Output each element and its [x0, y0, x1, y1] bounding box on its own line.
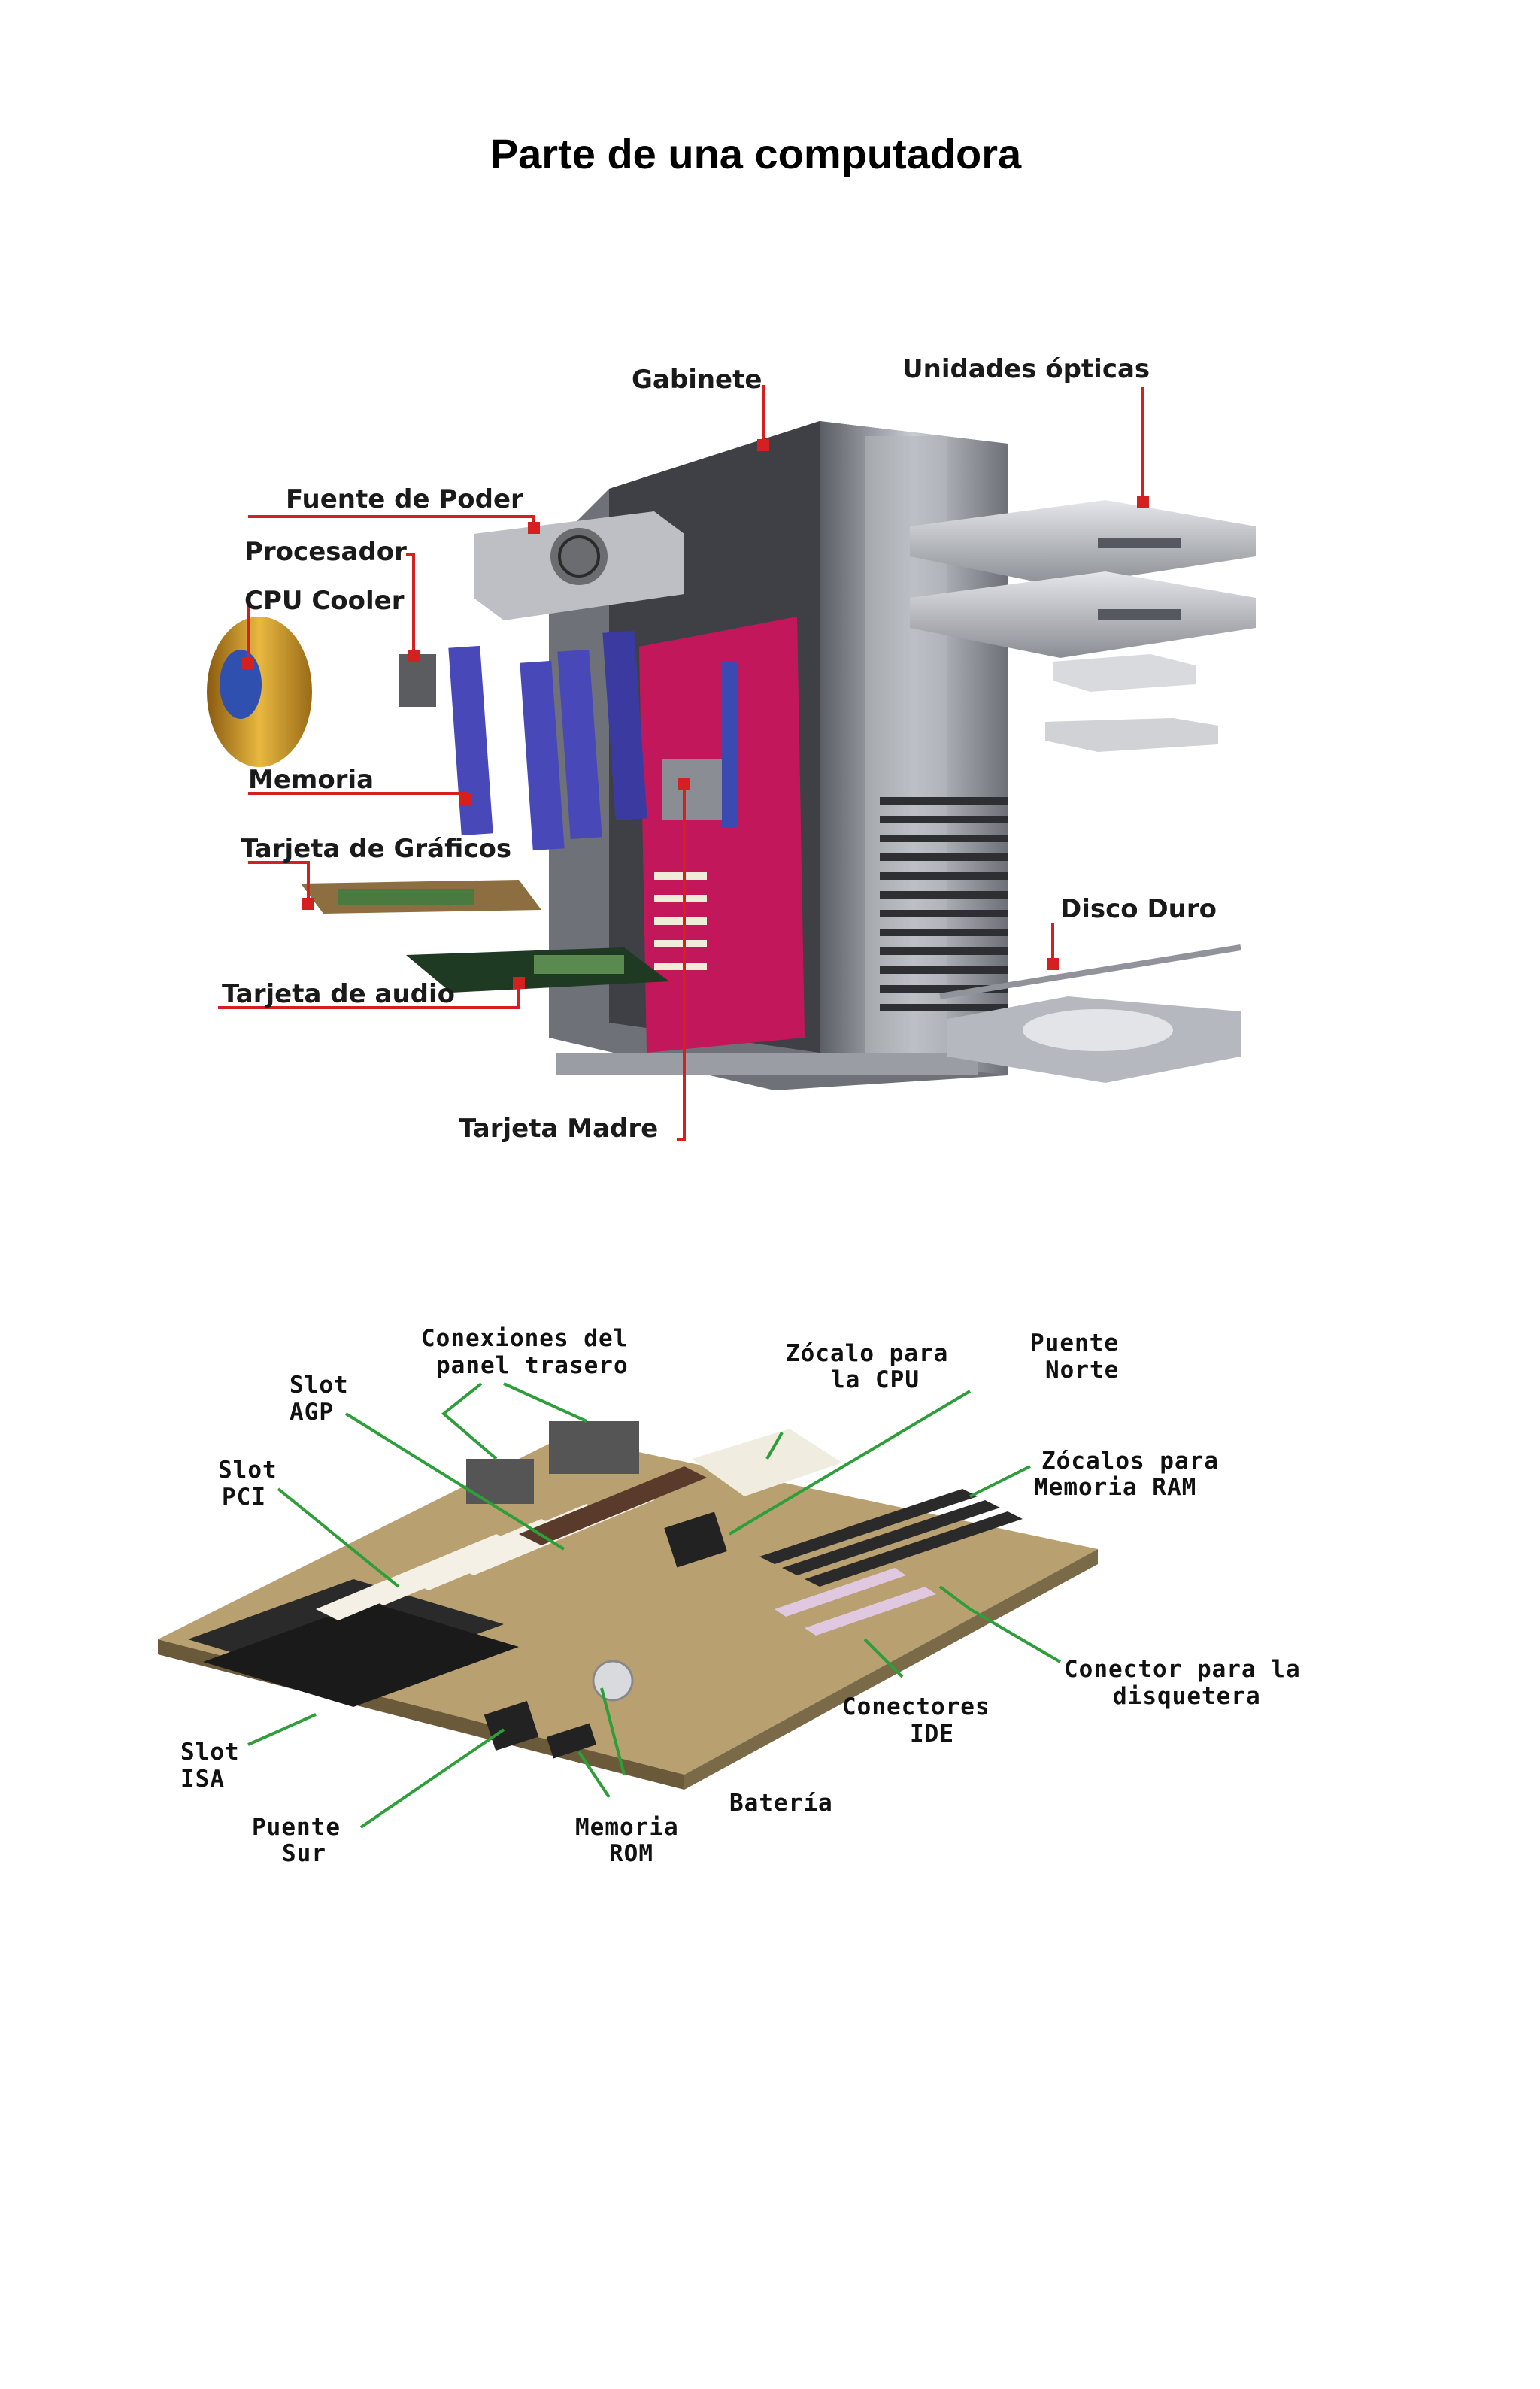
label-zocalo-cpu-2: la CPU — [831, 1366, 920, 1393]
power-supply-illustration — [474, 511, 684, 620]
motherboard-illustration: Conexiones del panel trasero Zócalo para… — [158, 1325, 1301, 1867]
label-puente-norte-2: Norte — [1045, 1357, 1119, 1384]
isa-slots-illustration — [188, 1579, 519, 1707]
motherboard-illustration — [639, 617, 805, 1053]
processor-chip-illustration — [399, 654, 436, 707]
label-memoria: Memoria — [248, 765, 374, 795]
label-puente-sur-1: Puente — [252, 1814, 341, 1841]
ide-connectors-illustration — [775, 1568, 936, 1636]
label-conexiones-1: Conexiones del — [421, 1325, 628, 1352]
pc-parts-illustration: Gabinete Unidades ópticas Fuente de Pode… — [207, 354, 1256, 1144]
label-puente-sur-2: Sur — [282, 1840, 326, 1867]
label-bateria: Batería — [729, 1790, 833, 1817]
label-slot-pci-2: PCI — [222, 1484, 266, 1511]
label-slot-isa-1: Slot — [180, 1739, 240, 1766]
label-gabinete: Gabinete — [632, 365, 762, 395]
label-slot-pci-1: Slot — [218, 1457, 277, 1484]
label-unidades-opticas: Unidades ópticas — [902, 354, 1150, 384]
agp-slot-illustration — [519, 1466, 707, 1545]
south-bridge-chip-illustration — [484, 1700, 539, 1751]
label-cpu-cooler: CPU Cooler — [244, 586, 405, 616]
label-zocalos-ram-2: Memoria RAM — [1034, 1474, 1196, 1501]
label-tarjeta-de-audio: Tarjeta de audio — [222, 979, 455, 1009]
label-slot-agp-2: AGP — [290, 1399, 334, 1426]
label-slot-agp-1: Slot — [290, 1372, 349, 1399]
pc-pointer-markers — [242, 439, 1149, 989]
label-conector-disquetera-2: disquetera — [1113, 1683, 1261, 1710]
page-title: Parte de una computadora — [490, 130, 1022, 177]
hard-disk-illustration — [939, 944, 1241, 1083]
ram-modules-illustration — [448, 630, 647, 851]
ram-slots-illustration — [759, 1489, 1023, 1587]
label-slot-isa-2: ISA — [180, 1766, 225, 1793]
label-conectores-ide-1: Conectores — [842, 1693, 990, 1721]
label-conectores-ide-2: IDE — [910, 1721, 954, 1748]
label-conexiones-2: panel trasero — [436, 1352, 629, 1379]
label-puente-norte-1: Puente — [1030, 1329, 1119, 1357]
cpu-cooler-illustration — [207, 617, 312, 767]
pci-slots-illustration — [316, 1489, 654, 1620]
mb-pointer-lines — [247, 1382, 1062, 1829]
label-memoria-rom-1: Memoria — [575, 1814, 679, 1841]
optical-drives-illustration — [910, 500, 1256, 752]
pc-parts-diagram: Gabinete Unidades ópticas Fuente de Pode… — [203, 331, 1286, 1166]
label-disco-duro: Disco Duro — [1060, 894, 1217, 924]
motherboard-diagram: Conexiones del panel trasero Zócalo para… — [143, 1308, 1376, 1910]
label-fuente-de-poder: Fuente de Poder — [286, 484, 523, 514]
label-memoria-rom-2: ROM — [609, 1840, 653, 1867]
battery-illustration — [592, 1660, 634, 1702]
rom-chip-illustration — [546, 1723, 597, 1759]
north-bridge-chip-illustration — [664, 1511, 727, 1568]
label-zocalo-cpu-1: Zócalo para — [786, 1340, 948, 1367]
label-tarjeta-madre: Tarjeta Madre — [459, 1114, 658, 1144]
label-tarjeta-de-graficos: Tarjeta de Gráficos — [241, 834, 511, 864]
label-procesador: Procesador — [244, 537, 407, 567]
label-conector-disquetera-1: Conector para la — [1064, 1656, 1301, 1683]
cpu-socket-illustration — [692, 1429, 842, 1496]
expansion-cards-illustration — [301, 880, 669, 993]
label-zocalos-ram-1: Zócalos para — [1041, 1448, 1219, 1475]
